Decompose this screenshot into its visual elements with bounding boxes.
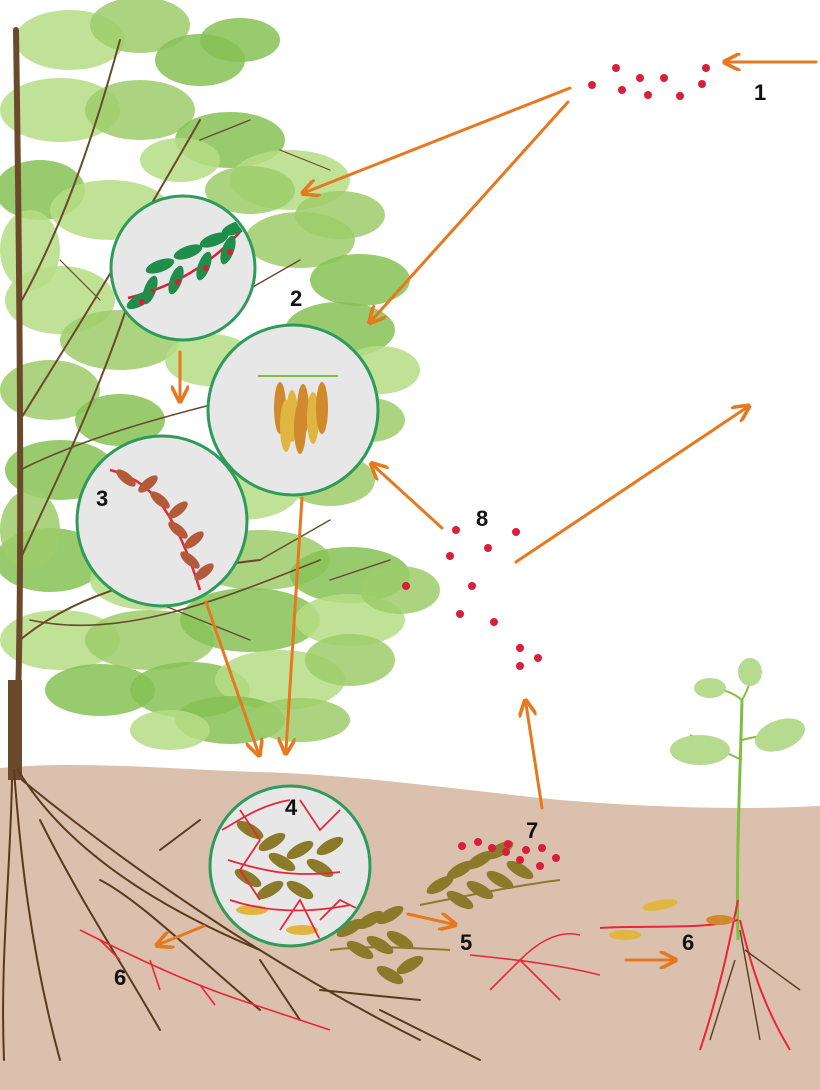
spore-dot — [702, 64, 710, 72]
label-6-right: 6 — [682, 930, 694, 955]
spore-dot — [474, 838, 482, 846]
spore-dot — [618, 86, 626, 94]
spore-dot — [516, 662, 524, 670]
spore-dot — [676, 92, 684, 100]
spore-dot — [468, 582, 476, 590]
label-3: 3 — [96, 486, 108, 511]
canopy-blob — [45, 664, 155, 716]
spore-dot — [644, 91, 652, 99]
circle-diseased-leaf — [111, 196, 255, 340]
arrow-to-canopy — [306, 88, 570, 192]
leaf-spot — [203, 265, 209, 271]
spore-dot — [458, 842, 466, 850]
spore-dot — [612, 64, 620, 72]
soil — [0, 765, 820, 1090]
canopy-blob — [0, 490, 60, 570]
leaf-spot — [139, 299, 145, 305]
spore-dot — [516, 644, 524, 652]
spore-dot — [588, 81, 596, 89]
spore-dot — [484, 544, 492, 552]
circle-fruit-cluster — [208, 325, 378, 495]
canopy-blob — [305, 634, 395, 686]
tree-trunk — [8, 680, 22, 780]
spore-dot — [490, 618, 498, 626]
canopy-blob — [140, 138, 220, 182]
canopy-blob — [310, 254, 410, 306]
arrow-8-to-fruit — [374, 466, 442, 528]
canopy-blob — [0, 210, 60, 290]
arrow-to-fruit — [372, 102, 568, 320]
spore-dot — [488, 844, 496, 852]
spore-dot — [698, 80, 706, 88]
spore-dot — [446, 552, 454, 560]
spore-dot — [452, 526, 460, 534]
spore-dot — [516, 856, 524, 864]
canopy-blob — [360, 566, 440, 614]
leaf-spot — [175, 279, 181, 285]
fruit-pod — [294, 402, 306, 454]
label-4: 4 — [285, 795, 298, 820]
label-6-left: 6 — [114, 965, 126, 990]
spores — [402, 64, 710, 870]
label-1: 1 — [754, 80, 766, 105]
spore-dot — [552, 854, 560, 862]
spore-dot — [660, 74, 668, 82]
label-2: 2 — [290, 286, 302, 311]
label-8: 8 — [476, 506, 488, 531]
label-7: 7 — [526, 818, 538, 843]
arrow-8-away — [516, 408, 746, 562]
fruit-pod — [316, 382, 328, 434]
spore-dot — [504, 840, 512, 848]
spore-dot — [402, 582, 410, 590]
spore-dot — [512, 528, 520, 536]
arrow-7-to-8 — [526, 704, 542, 808]
spore-dot — [456, 610, 464, 618]
leaf-spot — [227, 249, 233, 255]
canopy-blob — [250, 698, 350, 742]
spore-dot — [534, 654, 542, 662]
canopy-blob — [130, 710, 210, 750]
canopy-blob — [200, 18, 280, 62]
label-5: 5 — [460, 930, 472, 955]
spore-dot — [536, 862, 544, 870]
spore-dot — [636, 74, 644, 82]
spore-dot — [502, 848, 510, 856]
spore-dot — [522, 846, 530, 854]
spore-dot — [538, 844, 546, 852]
circle-infected-leaf — [77, 436, 247, 606]
fruit-pod — [280, 400, 292, 452]
